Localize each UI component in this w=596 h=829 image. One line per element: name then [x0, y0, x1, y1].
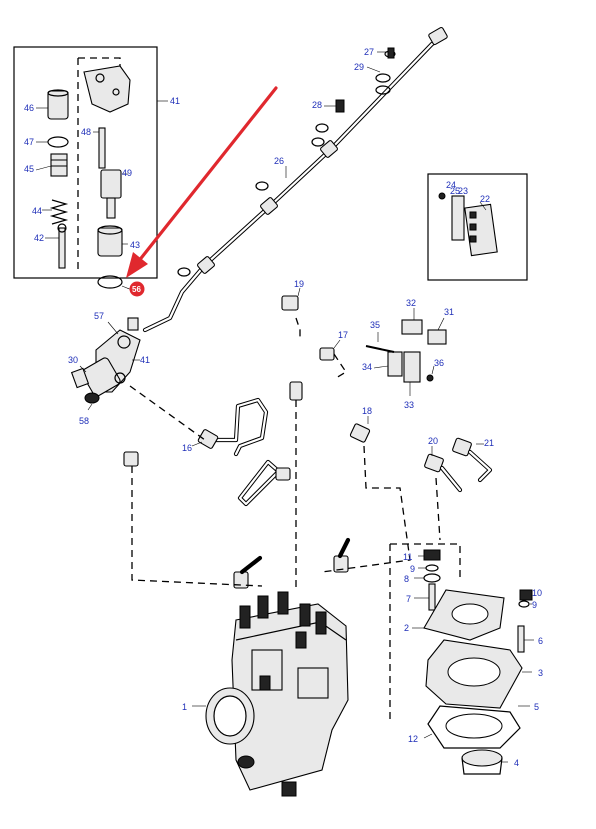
callout-56: 56 — [132, 285, 141, 294]
callout-16: 16 — [182, 443, 192, 453]
leak-off-pipe — [142, 26, 448, 333]
pump-mounting-stack — [389, 543, 534, 775]
callout-42: 42 — [34, 233, 44, 243]
callout-2: 2 — [404, 623, 409, 633]
callout-32: 32 — [406, 298, 416, 308]
callout-1: 1 — [182, 702, 187, 712]
callout-34: 34 — [362, 362, 372, 372]
callout-11: 11 — [403, 552, 412, 562]
injection-pump — [192, 591, 349, 797]
callout-4: 4 — [514, 758, 519, 768]
callout-58: 58 — [79, 416, 89, 426]
callout-29: 29 — [354, 62, 364, 72]
callout-3: 3 — [538, 668, 543, 678]
callout-48: 48 — [81, 127, 91, 137]
callout-18: 18 — [362, 406, 372, 416]
callout-28: 28 — [312, 100, 322, 110]
callout-44: 44 — [32, 206, 42, 216]
callout-27: 27 — [364, 47, 374, 57]
callout-49: 49 — [122, 168, 132, 178]
callout-7: 7 — [406, 594, 411, 604]
callout-17: 17 — [338, 330, 348, 340]
bracket-inset — [427, 173, 528, 281]
callout-21: 21 — [484, 438, 494, 448]
pipe-clamp — [365, 308, 447, 396]
callout-35: 35 — [370, 320, 380, 330]
callout-30: 30 — [68, 355, 78, 365]
callout-22: 22 — [480, 194, 490, 204]
callout-9a: 9 — [410, 564, 415, 574]
high-pressure-pipes — [123, 287, 493, 590]
callout-31: 31 — [444, 307, 454, 317]
callout-57: 57 — [94, 311, 104, 321]
callout-36: 36 — [434, 358, 444, 368]
injector-inset — [13, 46, 168, 291]
callout-19: 19 — [294, 279, 304, 289]
callout-25: 25 — [450, 186, 460, 196]
callout-labels: 1 2 3 4 5 6 7 8 9 9 10 11 12 16 17 18 19… — [24, 47, 543, 768]
callout-47: 47 — [24, 137, 34, 147]
callout-6: 6 — [538, 636, 543, 646]
callout-23: 23 — [458, 186, 468, 196]
callout-5: 5 — [534, 702, 539, 712]
callout-9b: 9 — [532, 600, 537, 610]
callout-41b: 41 — [140, 355, 150, 365]
callout-46: 46 — [24, 103, 34, 113]
callout-24: 24 — [446, 180, 456, 190]
highlight-arrow — [126, 86, 278, 278]
callout-45: 45 — [24, 164, 34, 174]
injector-assembly — [70, 317, 141, 411]
callout-12: 12 — [408, 734, 418, 744]
callout-56-highlight: 56 — [129, 281, 145, 297]
callout-33: 33 — [404, 400, 414, 410]
callout-43: 43 — [130, 240, 140, 250]
callout-10: 10 — [532, 588, 542, 598]
callout-20: 20 — [428, 436, 438, 446]
callout-41a: 41 — [170, 96, 180, 106]
callout-26: 26 — [274, 156, 284, 166]
callout-8: 8 — [404, 574, 409, 584]
